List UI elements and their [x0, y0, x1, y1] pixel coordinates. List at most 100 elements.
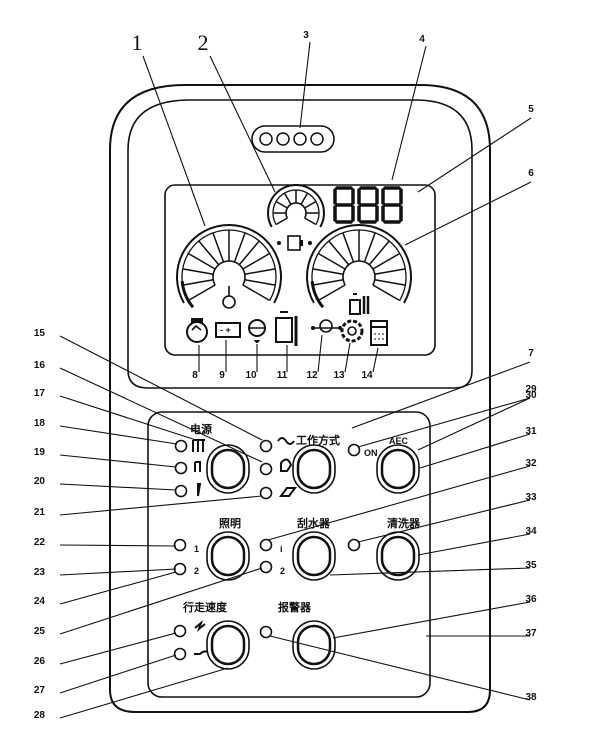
push-button[interactable] [296, 535, 332, 577]
callout-leader-33 [357, 499, 531, 543]
push-button[interactable] [210, 448, 246, 490]
callout-number-3: 3 [303, 30, 309, 41]
gauge-segment [312, 268, 344, 275]
engine-temp-icon [186, 318, 208, 343]
gauge-segment [372, 284, 401, 302]
callout-number-7: 7 [528, 348, 534, 359]
callout-number-9: 9 [219, 370, 225, 381]
indicator-lamp [173, 538, 187, 552]
callout-number-14: 14 [361, 370, 373, 381]
callout-number-24: 24 [34, 596, 46, 607]
callout-leader-13 [344, 342, 351, 373]
callout-number-13: 13 [333, 370, 345, 381]
callout-number-25: 25 [34, 626, 46, 637]
callout-number-38: 38 [525, 692, 537, 703]
label-wiper-2: 2 [280, 566, 285, 576]
callout-leader-16 [59, 367, 263, 463]
push-button-bezel [376, 444, 420, 494]
gauge-segment [304, 200, 317, 209]
label-travel-speed: 行走速度 [182, 600, 228, 614]
gauge-segment [238, 240, 260, 266]
push-button[interactable] [380, 535, 416, 577]
gauge-segment [212, 232, 225, 263]
gauge-segment [198, 240, 220, 266]
gauge-segment [283, 192, 292, 205]
callout-leader-4 [391, 45, 427, 181]
label-wiper: 刮水器 [297, 516, 331, 530]
left-fan-gauge [176, 224, 282, 309]
callout-leader-5 [417, 117, 532, 193]
push-button-bezel [292, 531, 336, 581]
callout-leader-35 [329, 567, 531, 576]
gauge-segment [372, 252, 401, 270]
housing-outline [109, 84, 491, 713]
indicator-lamp [259, 462, 273, 476]
push-button[interactable] [296, 448, 332, 490]
push-button[interactable] [210, 624, 246, 666]
oil-pressure-icon [222, 286, 266, 343]
gauge-segment [374, 279, 406, 286]
callout-number-23: 23 [34, 567, 46, 578]
right-fan-gauge [306, 224, 412, 309]
gauge-segment [317, 284, 346, 302]
callout-leader-15 [59, 335, 263, 441]
callout-number-17: 17 [34, 388, 46, 399]
label-light-1: 1 [194, 544, 199, 554]
gauge-segment [242, 284, 271, 302]
push-button-bezel [292, 620, 336, 670]
gauge-segment [328, 240, 350, 266]
label-alarm: 报警器 [278, 600, 312, 614]
callout-leader-12 [317, 334, 323, 373]
label-wiper-1: i [280, 544, 283, 554]
indicator-lamp [174, 461, 188, 475]
label-washer: 清洗器 [387, 516, 421, 530]
push-button[interactable] [380, 448, 416, 490]
callout-leader-21 [59, 495, 263, 516]
callout-leader-22 [59, 544, 177, 547]
gauge-segment [182, 279, 214, 286]
callout-leader-29 [357, 397, 531, 448]
gauge-segment [304, 217, 317, 226]
callout-leader-23 [59, 568, 177, 576]
callout-number-35: 35 [525, 560, 537, 571]
label-on: ON [364, 448, 378, 458]
gauge-segment [233, 232, 246, 263]
push-button-bezel [206, 444, 250, 494]
callout-number-31: 31 [525, 426, 537, 437]
work-mode-icons [277, 437, 297, 497]
callout-leader-3 [299, 41, 311, 129]
callout-leader-30 [417, 397, 531, 451]
battery-icon: - + [215, 322, 241, 338]
indicator-lamp [174, 439, 188, 453]
callout-leader-34 [417, 533, 531, 556]
coolant-level-icon [275, 311, 298, 346]
gauge-segment [300, 192, 309, 205]
callout-number-19: 19 [34, 447, 46, 458]
housing-inner-outline [127, 99, 473, 389]
callout-number-20: 20 [34, 476, 46, 487]
svg-text:- +: - + [220, 325, 231, 335]
gauge-segment [242, 252, 271, 270]
callout-number-11: 11 [277, 370, 288, 381]
gauge-segment [187, 252, 216, 270]
oil-level-icon [349, 293, 370, 315]
callout-number-1: 1 [132, 30, 143, 55]
callout-number-28: 28 [34, 710, 46, 721]
push-button[interactable] [296, 624, 332, 666]
callout-leader-17 [59, 395, 197, 441]
small-fan-gauge [267, 184, 325, 228]
callout-number-12: 12 [306, 370, 318, 381]
callout-leader-7 [351, 361, 531, 429]
work-lamp-icons [192, 439, 205, 497]
callout-leader-24 [59, 571, 177, 605]
callout-number-36: 36 [525, 594, 537, 605]
travel-speed-icons [194, 619, 209, 655]
callout-leader-27 [59, 654, 177, 694]
callout-number-34: 34 [525, 526, 537, 537]
push-button[interactable] [210, 535, 246, 577]
label-power: 电源 [190, 422, 212, 436]
gauge-segment [275, 217, 288, 226]
label-work-mode: 工作方式 [296, 433, 340, 447]
